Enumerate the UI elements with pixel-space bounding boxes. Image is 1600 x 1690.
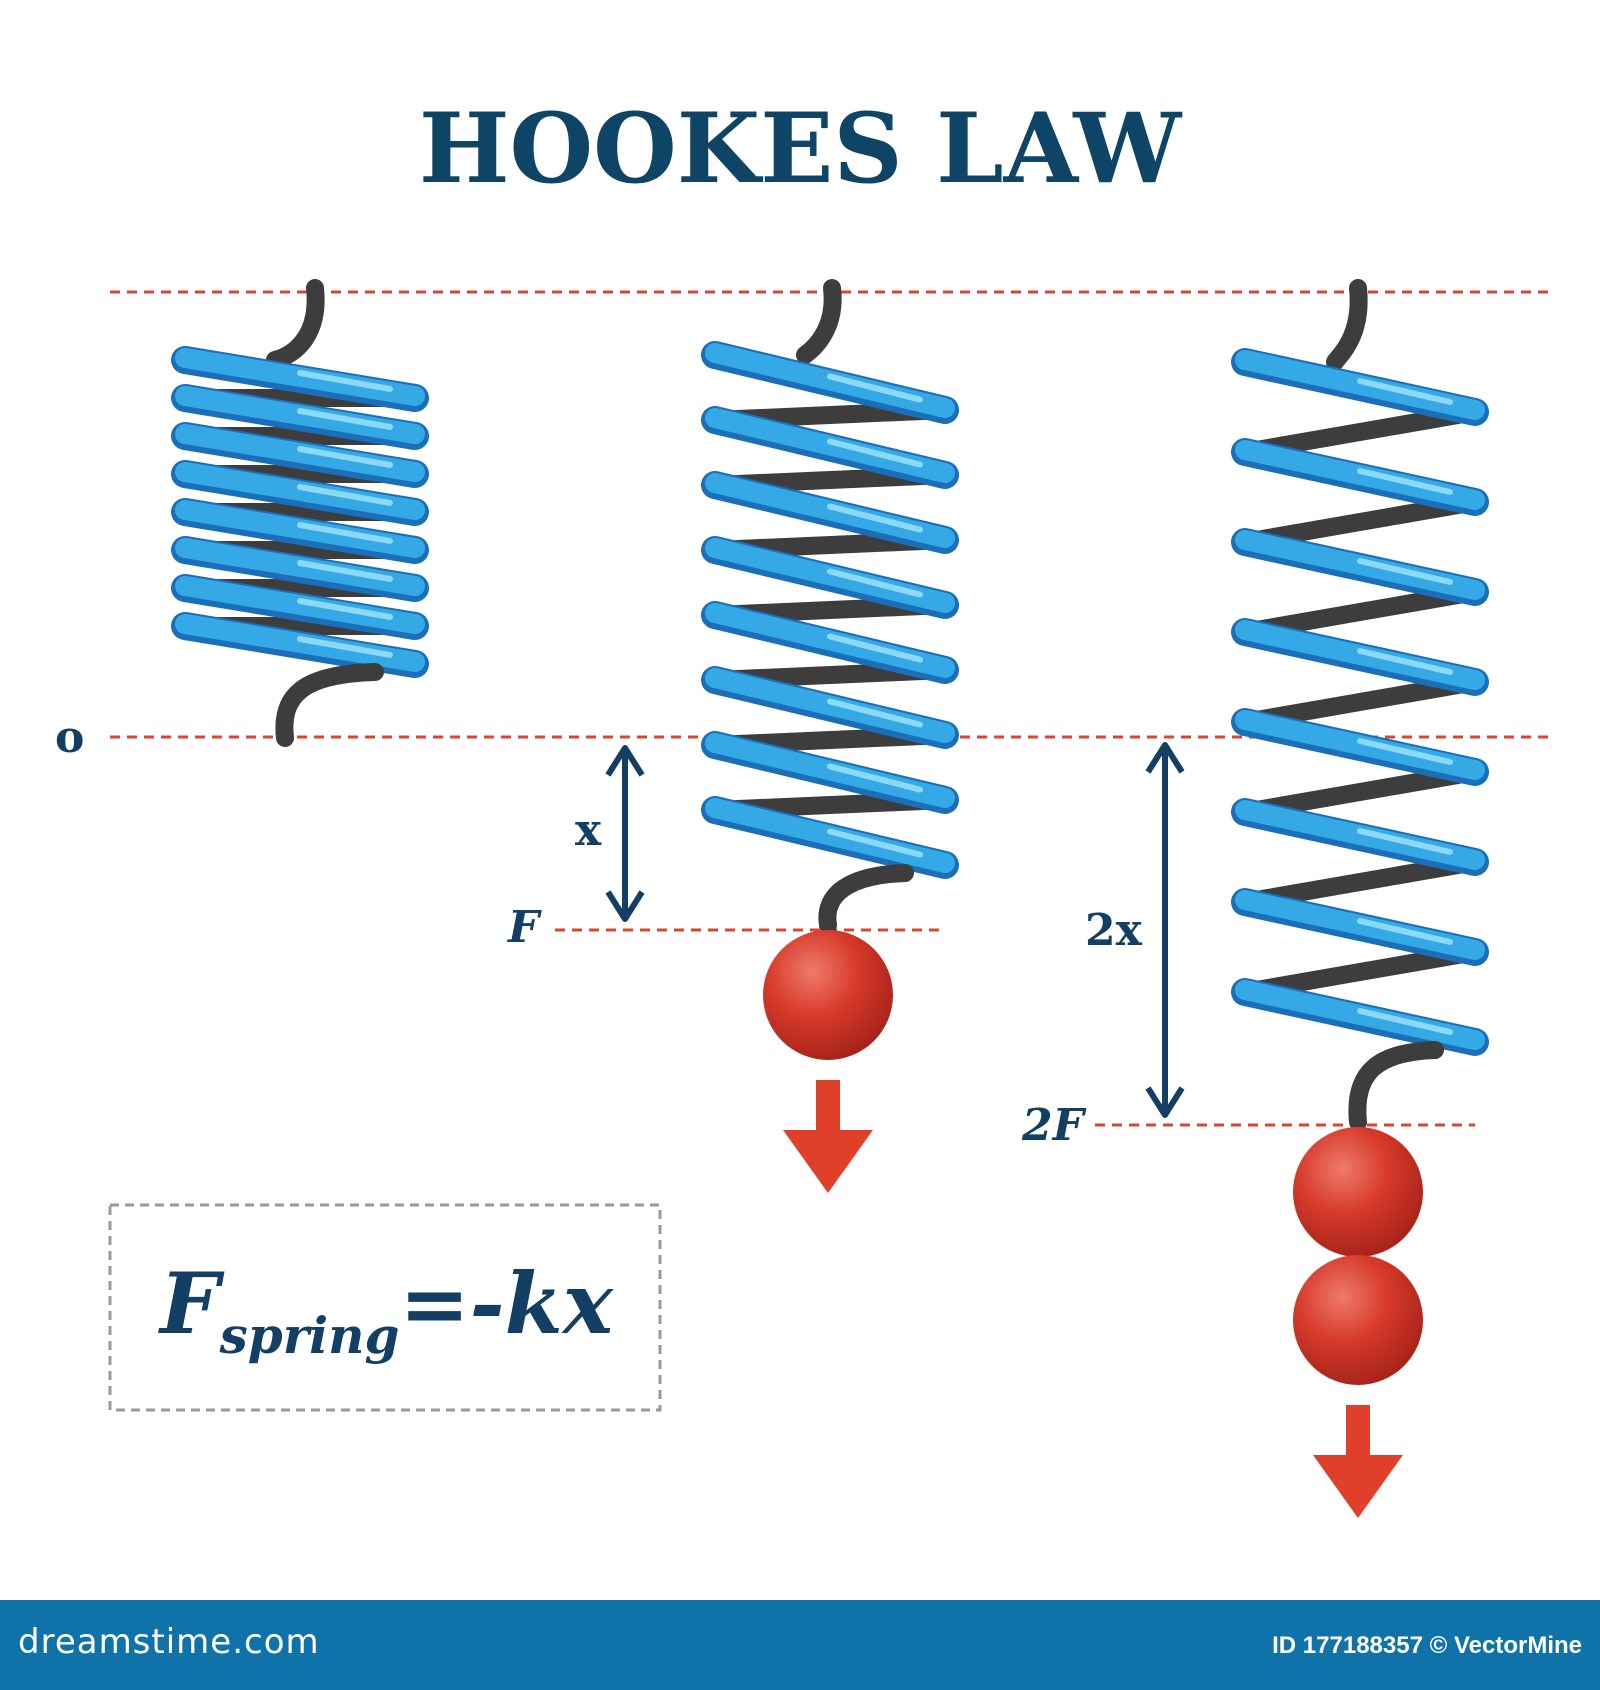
spring-coil-highlight: [1357, 738, 1453, 765]
diagram-canvas: HOOKES LAW o x F 2x: [55, 92, 1550, 1518]
spring-coil-highlight: [827, 503, 923, 533]
spring-coil-highlight: [1357, 378, 1453, 405]
spring-coil-face: [175, 500, 425, 558]
footer-credit: ID 177188357 © VectorMine: [1272, 1632, 1582, 1659]
title: HOOKES LAW: [419, 92, 1183, 205]
spring-coil-face: [175, 614, 425, 672]
spring-coil-highlight: [297, 370, 393, 392]
footer-brand[interactable]: dreamstime.com: [18, 1622, 320, 1662]
force-arrows: [783, 1080, 1403, 1518]
formula-box: Fspring=-kx: [108, 1203, 662, 1412]
spring-back-wire: [1236, 943, 1484, 1001]
spring-coil-highlight: [1357, 468, 1453, 495]
weights: [763, 930, 1423, 1385]
spring-back-wire: [1236, 763, 1484, 821]
spring-top-hook: [1326, 279, 1368, 371]
x-measure-arrow-icon: [605, 745, 645, 922]
spring-coil-face: [175, 348, 425, 406]
spring-coil-highlight: [297, 522, 393, 544]
weight-ball: [1293, 1127, 1423, 1257]
spring-top-hook: [266, 279, 325, 369]
spring-coil-highlight: [297, 636, 393, 658]
formula: Fspring=-kx: [158, 1254, 614, 1365]
spring-coil-face: [175, 576, 425, 634]
spring-coil-highlight: [1357, 648, 1453, 675]
spring-coil-highlight: [827, 568, 923, 598]
spring-coil-highlight: [827, 828, 923, 858]
origin-label: o: [55, 712, 84, 763]
spring-coil-highlight: [297, 560, 393, 582]
spring-coil-face: [175, 462, 425, 520]
spring-coil-highlight: [297, 598, 393, 620]
spring-coil-highlight: [1357, 918, 1453, 945]
formula-subscript: spring: [219, 1306, 400, 1365]
spring-bottom-hook: [275, 663, 384, 747]
2x-label: 2x: [1085, 905, 1143, 956]
force-arrow-icon: [783, 1080, 873, 1193]
footer-bar: dreamstime.com ID 177188357 © VectorMine: [0, 1600, 1600, 1690]
spring-coil-highlight: [1357, 828, 1453, 855]
spring-coil-highlight: [1357, 558, 1453, 585]
force-arrow-icon: [1313, 1405, 1403, 1518]
spring-back-wire: [1236, 403, 1484, 461]
formula-main: F: [158, 1254, 225, 1353]
formula-rhs: =-kx: [399, 1254, 613, 1353]
measurement-arrows: [605, 742, 1185, 1118]
spring-coil-highlight: [1357, 1008, 1453, 1035]
spring-coil-highlight: [827, 373, 923, 403]
spring-coil-highlight: [827, 438, 923, 468]
spring-back-wire: [1236, 493, 1484, 551]
force-label: F: [506, 902, 542, 953]
formula-frame: [108, 1203, 662, 1412]
spring-coil-highlight: [297, 408, 393, 430]
spring-coil-highlight: [827, 763, 923, 793]
2f-label: 2F: [1021, 1100, 1087, 1151]
spring-bottom-hook: [818, 864, 914, 934]
spring-top-hook: [796, 279, 842, 364]
spring-coil-highlight: [297, 484, 393, 506]
spring-stretched-x: [701, 279, 959, 934]
spring-relaxed: [171, 279, 429, 747]
spring-coil-face: [175, 538, 425, 596]
spring-coil-highlight: [827, 633, 923, 663]
spring-coil-highlight: [297, 446, 393, 468]
x-label: x: [575, 805, 602, 856]
spring-back-wire: [1236, 673, 1484, 731]
spring-coil-face: [175, 424, 425, 482]
2x-measure-arrow-icon: [1145, 742, 1185, 1118]
spring-bottom-hook: [1348, 1041, 1444, 1131]
spring-stretched-2x: [1231, 279, 1489, 1131]
spring-coil-highlight: [827, 698, 923, 728]
spring-back-wire: [1236, 853, 1484, 911]
weight-ball: [1293, 1255, 1423, 1385]
spring-back-wire: [1236, 583, 1484, 641]
weight-ball: [763, 930, 893, 1060]
spring-coil-face: [175, 386, 425, 444]
